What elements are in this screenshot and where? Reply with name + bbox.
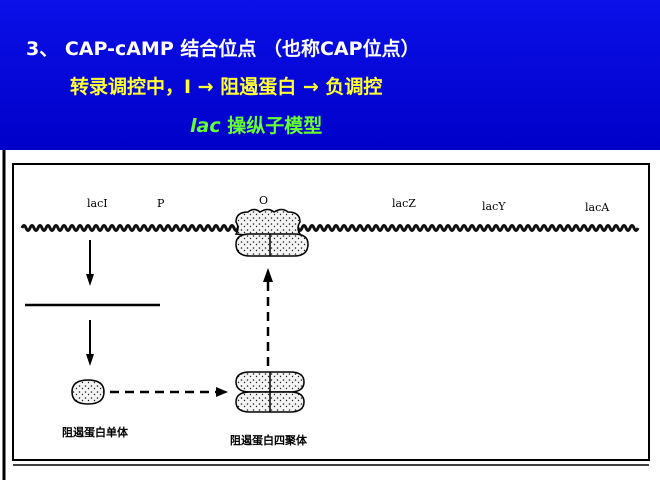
tetramer-label: 阻遏蛋白四聚体 xyxy=(230,433,308,447)
gene-label-P: P xyxy=(157,197,165,210)
gene-labels: lacI P O lacZ lacY lacA xyxy=(87,194,610,214)
model-text: 操纵子模型 xyxy=(220,115,323,137)
gene-label-lacI: lacI xyxy=(87,197,108,210)
gene-label-lacY: lacY xyxy=(482,200,506,213)
gene-label-O: O xyxy=(259,194,268,207)
slide-header: 3、 CAP-cAMP 结合位点 （也称CAP位点） 转录调控中，I → 阻遏蛋… xyxy=(0,0,660,150)
transcription-arrow xyxy=(86,240,94,286)
slide-title: 3、 CAP-cAMP 结合位点 （也称CAP位点） xyxy=(26,38,420,60)
repressor-bound-operator xyxy=(234,208,309,257)
assembly-dashed-arrow xyxy=(110,387,228,397)
dna-strand xyxy=(20,224,640,232)
monomer-label: 阻遏蛋白单体 xyxy=(62,425,129,439)
figure-frame xyxy=(12,163,650,461)
slide-subtitle: 转录调控中，I → 阻遏蛋白 → 负调控 xyxy=(70,76,383,98)
repressor-monomer xyxy=(71,379,105,405)
slide-model-title: lac 操纵子模型 xyxy=(190,111,322,138)
lac-operon-figure: lacI P O lacZ lacY lacA 阻遏蛋白单体 阻遏蛋白四聚体 xyxy=(0,150,660,480)
lac-italic: lac xyxy=(190,115,221,137)
repressor-tetramer xyxy=(235,371,305,413)
gene-label-lacA: lacA xyxy=(585,201,610,214)
binding-dashed-arrow xyxy=(263,268,273,366)
gene-label-lacZ: lacZ xyxy=(392,197,416,210)
translation-arrow xyxy=(86,320,94,366)
